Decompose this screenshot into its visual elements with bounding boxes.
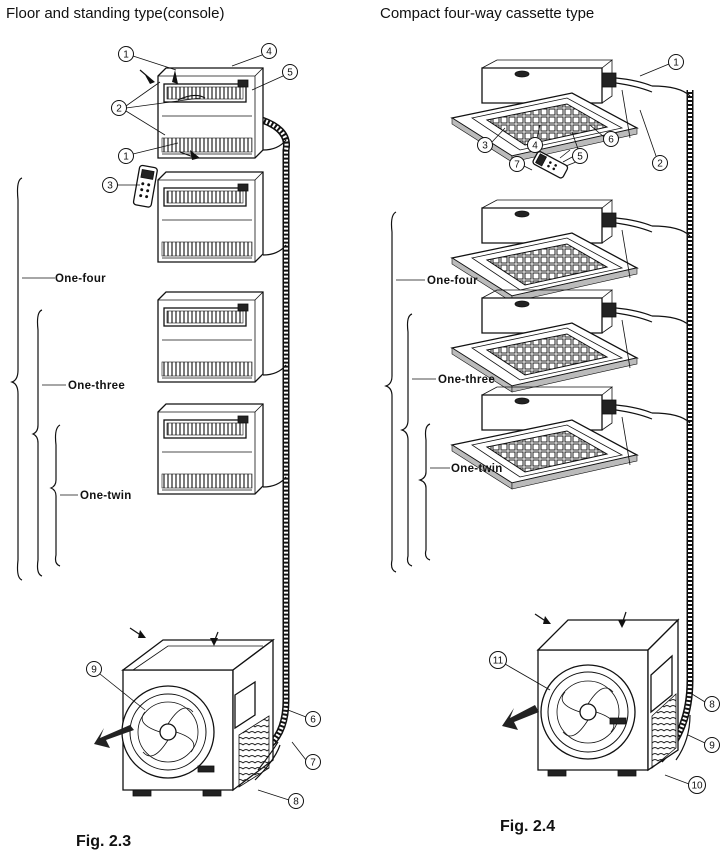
callout-6: 6 [310, 715, 316, 726]
right-bracket-one-three [400, 313, 413, 567]
remote-control-right [532, 151, 569, 179]
bracket-one-twin [49, 424, 61, 567]
right-title: Compact four-way cassette type [380, 5, 594, 22]
console-unit-4 [157, 403, 264, 495]
left-label-one-twin: One-twin [80, 490, 132, 502]
right-bracket-one-four [384, 211, 397, 573]
r-callout-11: 11 [493, 656, 504, 667]
r-callout-1: 1 [673, 58, 679, 69]
r-callout-3: 3 [482, 141, 488, 152]
callout-3: 3 [107, 181, 113, 192]
left-callouts: 1 4 5 2 1 3 9 6 7 8 [86, 43, 321, 809]
discharge-arrow-right [502, 705, 539, 730]
right-callouts: 1 2 3 4 5 6 7 11 8 9 10 [477, 54, 720, 794]
r-callout-2: 2 [657, 159, 663, 170]
left-label-one-four: One-four [55, 273, 106, 285]
callout-7: 7 [310, 758, 316, 769]
outdoor-unit-left [121, 639, 274, 797]
callout-1a: 1 [123, 50, 129, 61]
right-label-one-three: One-three [438, 374, 495, 386]
r-callout-10: 10 [691, 781, 703, 792]
console-unit-2 [157, 171, 264, 263]
callout-8: 8 [293, 797, 299, 808]
left-label-one-three: One-three [68, 380, 125, 392]
r-callout-8: 8 [709, 700, 715, 711]
r-callout-5: 5 [577, 152, 583, 163]
airflow-arrow [145, 75, 155, 84]
callout-9: 9 [91, 665, 97, 676]
remote-control [132, 164, 158, 208]
discharge-arrow [94, 725, 134, 748]
callout-2: 2 [116, 104, 122, 115]
r-callout-7: 7 [514, 160, 520, 171]
callout-4: 4 [266, 47, 272, 58]
console-unit-3 [157, 291, 264, 383]
right-figure: One-four One-three One-twin 1 2 3 4 5 6 … [384, 54, 720, 835]
bracket-one-three [31, 309, 43, 577]
r-callout-4: 4 [532, 141, 538, 152]
callout-1b: 1 [123, 152, 129, 163]
outdoor-unit-right [536, 618, 680, 777]
cassette-unit-2 [451, 199, 653, 303]
left-title: Floor and standing type(console) [6, 5, 224, 22]
callout-5: 5 [287, 68, 293, 79]
left-caption: Fig. 2.3 [76, 833, 131, 850]
right-bracket-one-twin [418, 423, 431, 561]
right-caption: Fig. 2.4 [500, 818, 555, 835]
right-label-one-four: One-four [427, 275, 478, 287]
bracket-one-four [10, 177, 23, 581]
left-figure: One-four One-three One-twin 1 4 5 2 1 3 … [10, 43, 321, 850]
r-callout-6: 6 [608, 135, 614, 146]
r-callout-9: 9 [709, 741, 715, 752]
right-label-one-twin: One-twin [451, 463, 503, 475]
